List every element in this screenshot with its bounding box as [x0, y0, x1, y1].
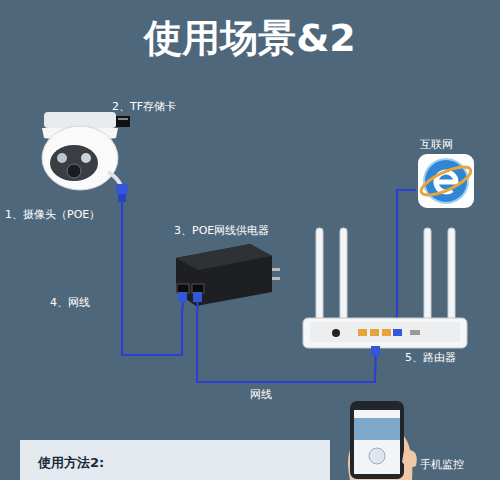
plug-prong [272, 277, 280, 280]
cable-label: 网线 [250, 388, 272, 401]
phone-screen [354, 410, 400, 474]
router-body [303, 318, 467, 348]
lan-port [177, 284, 189, 293]
router-node: 5、路由器 [300, 315, 470, 370]
camera-face [50, 145, 98, 181]
poe-injector [176, 244, 280, 310]
node-label: 手机监控 [420, 458, 464, 471]
control-pad [369, 448, 385, 464]
network-cable [397, 190, 416, 315]
internet-node: 互联网 [416, 138, 480, 210]
node-label: 使用方法2: [38, 455, 104, 471]
part-label: 2、TF存储卡 [112, 100, 176, 113]
antenna [448, 228, 455, 320]
camera-led [81, 153, 91, 163]
thumb [402, 450, 417, 468]
node-label: 5、路由器 [405, 351, 456, 364]
camera-led [57, 153, 67, 163]
camera-lens [67, 164, 81, 178]
camera-dome [42, 126, 118, 190]
injector-body [176, 244, 272, 306]
injector-top [176, 244, 272, 270]
lan-port [370, 329, 379, 336]
rj45-plug [116, 184, 128, 194]
tf-card-body [116, 116, 130, 127]
cable-stub [181, 302, 183, 310]
power-port [332, 329, 340, 337]
orbit-ring [418, 161, 475, 200]
cable-stub [374, 356, 376, 370]
rj45-plug [118, 194, 126, 202]
wan-plug [393, 329, 402, 336]
lan-port [192, 284, 204, 293]
plug-prong [272, 268, 280, 271]
router-back [310, 322, 460, 342]
network-cable [122, 227, 182, 355]
antenna [316, 228, 323, 320]
cable-stub [121, 202, 123, 227]
node-label: 3、POE网线供电器 [174, 224, 269, 237]
cable-stub [196, 302, 198, 310]
phone-body [350, 401, 404, 479]
usb-port [410, 330, 420, 335]
router-illustration [303, 228, 467, 370]
usage-panel: 使用方法2: [20, 440, 330, 480]
node-label: 1、摄像头（POE） [5, 208, 100, 221]
video-view [354, 418, 400, 440]
rj45-plug [193, 292, 202, 302]
rj45-plug [371, 346, 380, 356]
cable-label: 4、网线 [50, 296, 90, 309]
camera-cable [108, 172, 121, 186]
lan-port [382, 329, 391, 336]
antenna [424, 228, 431, 320]
title: 使用场景&2 [0, 16, 500, 62]
node-label: 互联网 [420, 138, 453, 151]
poe-injector-node: 3、POE网线供电器 [168, 222, 302, 310]
camera-node: 1、摄像头（POE） [5, 105, 130, 227]
internet-icon [418, 154, 475, 208]
icon-ground [418, 154, 474, 208]
phone-illustration [348, 401, 417, 480]
rj45-plug [178, 292, 187, 302]
antenna [340, 228, 347, 320]
phone-node: 手机监控 [338, 398, 480, 478]
lan-port [358, 329, 367, 336]
tf-card [116, 116, 130, 127]
tf-card-stripe [118, 118, 128, 120]
network-cable [197, 310, 375, 382]
